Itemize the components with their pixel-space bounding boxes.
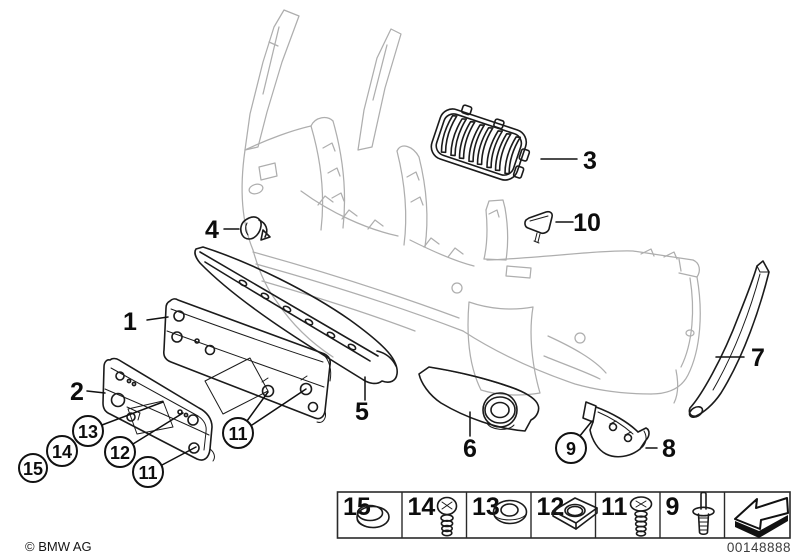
legend-cell-12[interactable]: 12 [537,493,598,530]
callout-circle-12-label[interactable]: 12 [110,443,130,463]
callout-circle-13-label[interactable]: 13 [78,422,98,442]
square-nut-icon [552,497,598,530]
legend-cell-9[interactable]: 9 [666,491,715,536]
callout-circle-11b[interactable] [132,456,164,488]
legend-cell-15[interactable]: 15 [343,493,390,529]
callout-label-3[interactable]: 3 [583,147,597,175]
expansion-rivet-icon [692,491,715,536]
legend-cell-arrow [734,497,789,538]
callout-circle-9-label[interactable]: 9 [566,439,576,459]
callout-circle-13[interactable] [72,415,104,447]
phillips-oval-head-screw-icon [629,496,653,537]
legend-cell-14[interactable]: 14 [408,493,458,537]
callout-circle-14-label[interactable]: 14 [52,442,72,462]
part-kidney-grille [430,104,531,181]
callout-label-8[interactable]: 8 [662,435,676,463]
part-arch-cover [582,401,650,458]
grommet-cap-icon [356,504,390,529]
part-mounting-plate-upper [163,298,332,423]
callout-circle-14[interactable] [46,435,78,467]
callout-circle-15[interactable] [18,453,48,483]
callout-label-2[interactable]: 2 [70,378,84,406]
circled-callouts: 9 11 11 12 13 14 15 [18,415,587,488]
callout-label-4[interactable]: 4 [205,216,219,244]
legend-number-9: 9 [666,493,680,521]
callout-label-6[interactable]: 6 [463,435,477,463]
part-washer-jet-cover [524,210,553,244]
callout-label-5[interactable]: 5 [355,398,369,426]
copyright-text: © BMW AG [25,539,92,554]
callout-circle-11b-label[interactable]: 11 [138,463,157,483]
part-towing-eye-cap [240,216,271,241]
leader-lines [86,158,745,466]
callout-label-10[interactable]: 10 [573,209,601,237]
part-lower-grille-trim-strip [194,246,398,385]
legend-cell-11[interactable]: 11 [601,493,653,537]
callout-circle-11a-label[interactable]: 11 [228,424,247,444]
bumper-context-drawing [241,9,701,404]
callout-circle-11a[interactable] [222,417,254,449]
diagram-number: 00148888 [727,540,791,555]
part-fog-light-grille [418,366,540,432]
legend-cell-13[interactable]: 13 [472,493,528,525]
callout-label-1[interactable]: 1 [123,308,137,336]
direction-arrow-icon [734,497,789,538]
callout-circle-9[interactable] [555,432,587,464]
part-license-plate-base [102,357,215,462]
callout-label-7[interactable]: 7 [751,344,765,372]
part-wheel-arch-trim [688,260,770,419]
callout-circle-15-label[interactable]: 15 [23,459,43,479]
legend-number-11: 11 [601,493,628,521]
flat-washer-icon [492,499,528,525]
legend-border [336,491,791,539]
fastener-legend: 15 14 13 [336,491,791,539]
phillips-pan-head-screw-icon [436,496,458,537]
legend-number-14: 14 [408,493,436,521]
rotate-arrowhead [260,229,271,241]
callout-circle-12[interactable] [104,436,136,468]
plain-callouts: 1 2 3 4 5 6 7 8 10 [70,147,765,463]
